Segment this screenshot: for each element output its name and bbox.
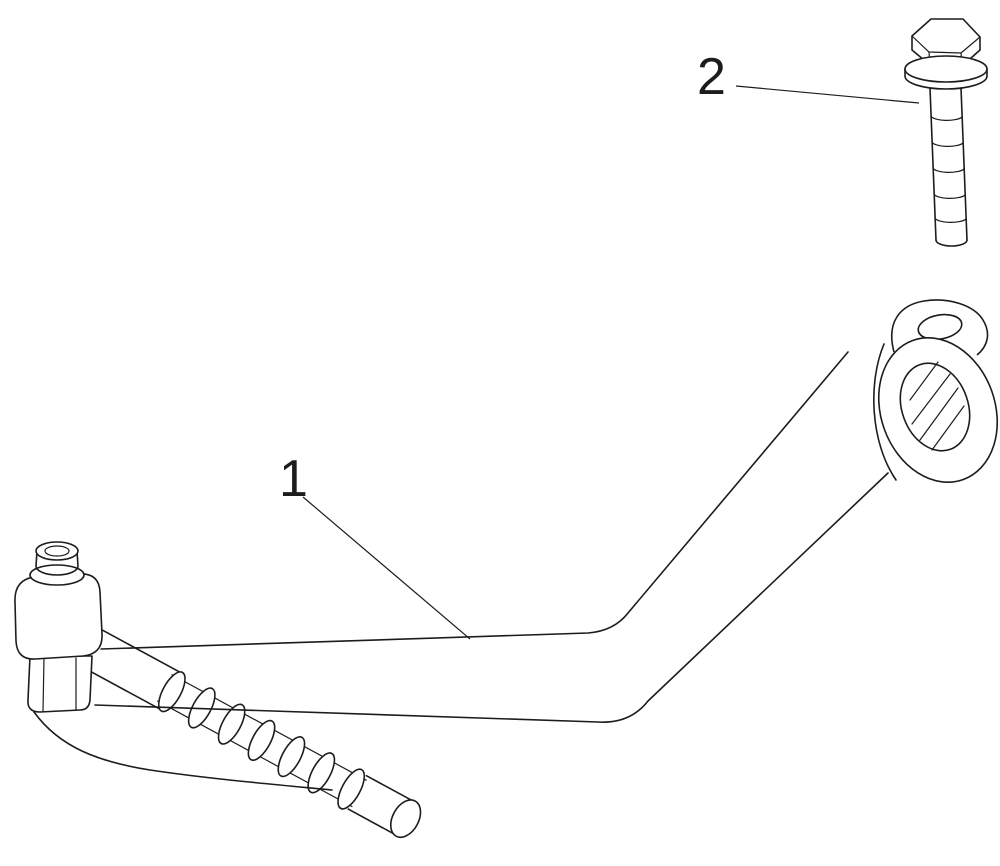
shaft-base-top-edge — [93, 624, 181, 674]
bolt-thread-line — [930, 115, 963, 121]
hatch-line — [909, 361, 939, 401]
hatch-line — [931, 405, 965, 451]
arm-top-edge — [100, 351, 849, 650]
part-1-lever-arm — [14, 299, 999, 839]
pivot-housing — [14, 573, 103, 660]
bolt-shank-left-edge — [929, 87, 937, 241]
shaft-end-cap — [389, 799, 422, 839]
bolt-thread-line — [933, 193, 966, 199]
callout-1-label: 1 — [279, 450, 308, 508]
shaft-ring — [157, 671, 186, 713]
bolt-flange — [904, 55, 988, 83]
shaft-ring — [217, 703, 246, 745]
bracket-lower-edge — [33, 711, 333, 791]
bolt-thread-line — [932, 167, 965, 173]
bolt-thread-line — [934, 217, 967, 223]
part-2-flange-bolt — [904, 18, 988, 247]
hatch-line — [919, 387, 959, 441]
shaft-tip-bottom-edge — [347, 808, 398, 837]
shaft-ring — [247, 719, 276, 761]
shaft-ring — [307, 752, 336, 794]
callout-2-leader-line — [735, 85, 920, 104]
shaft-tip-top-edge — [365, 774, 416, 803]
shaft-ring — [337, 768, 366, 810]
arm-bottom-edge — [94, 472, 889, 723]
bolt-thread-line — [931, 141, 964, 147]
pivot-stud-cap — [35, 541, 79, 561]
boss-bore — [899, 362, 971, 452]
bolt-shank-right-edge — [960, 87, 968, 241]
pivot-lower-block-edge — [42, 657, 45, 712]
bolt-hex-head-facets — [911, 35, 981, 54]
boss-bore-hatching — [909, 361, 965, 451]
callouts: 1 2 — [279, 48, 920, 640]
callout-2-label: 2 — [697, 48, 726, 106]
pivot-stud-side — [35, 550, 79, 576]
bolt-tip — [935, 239, 968, 247]
pivot-stud-cap-inner — [44, 545, 70, 557]
pivot-lower-block — [27, 655, 93, 713]
hatch-line — [911, 373, 951, 425]
boss-back-silhouette — [873, 343, 897, 481]
callout-1-leader-line — [302, 496, 471, 640]
shaft-ring — [277, 736, 306, 778]
bolt-flange-rim — [904, 68, 988, 90]
splined-shaft — [73, 624, 422, 839]
